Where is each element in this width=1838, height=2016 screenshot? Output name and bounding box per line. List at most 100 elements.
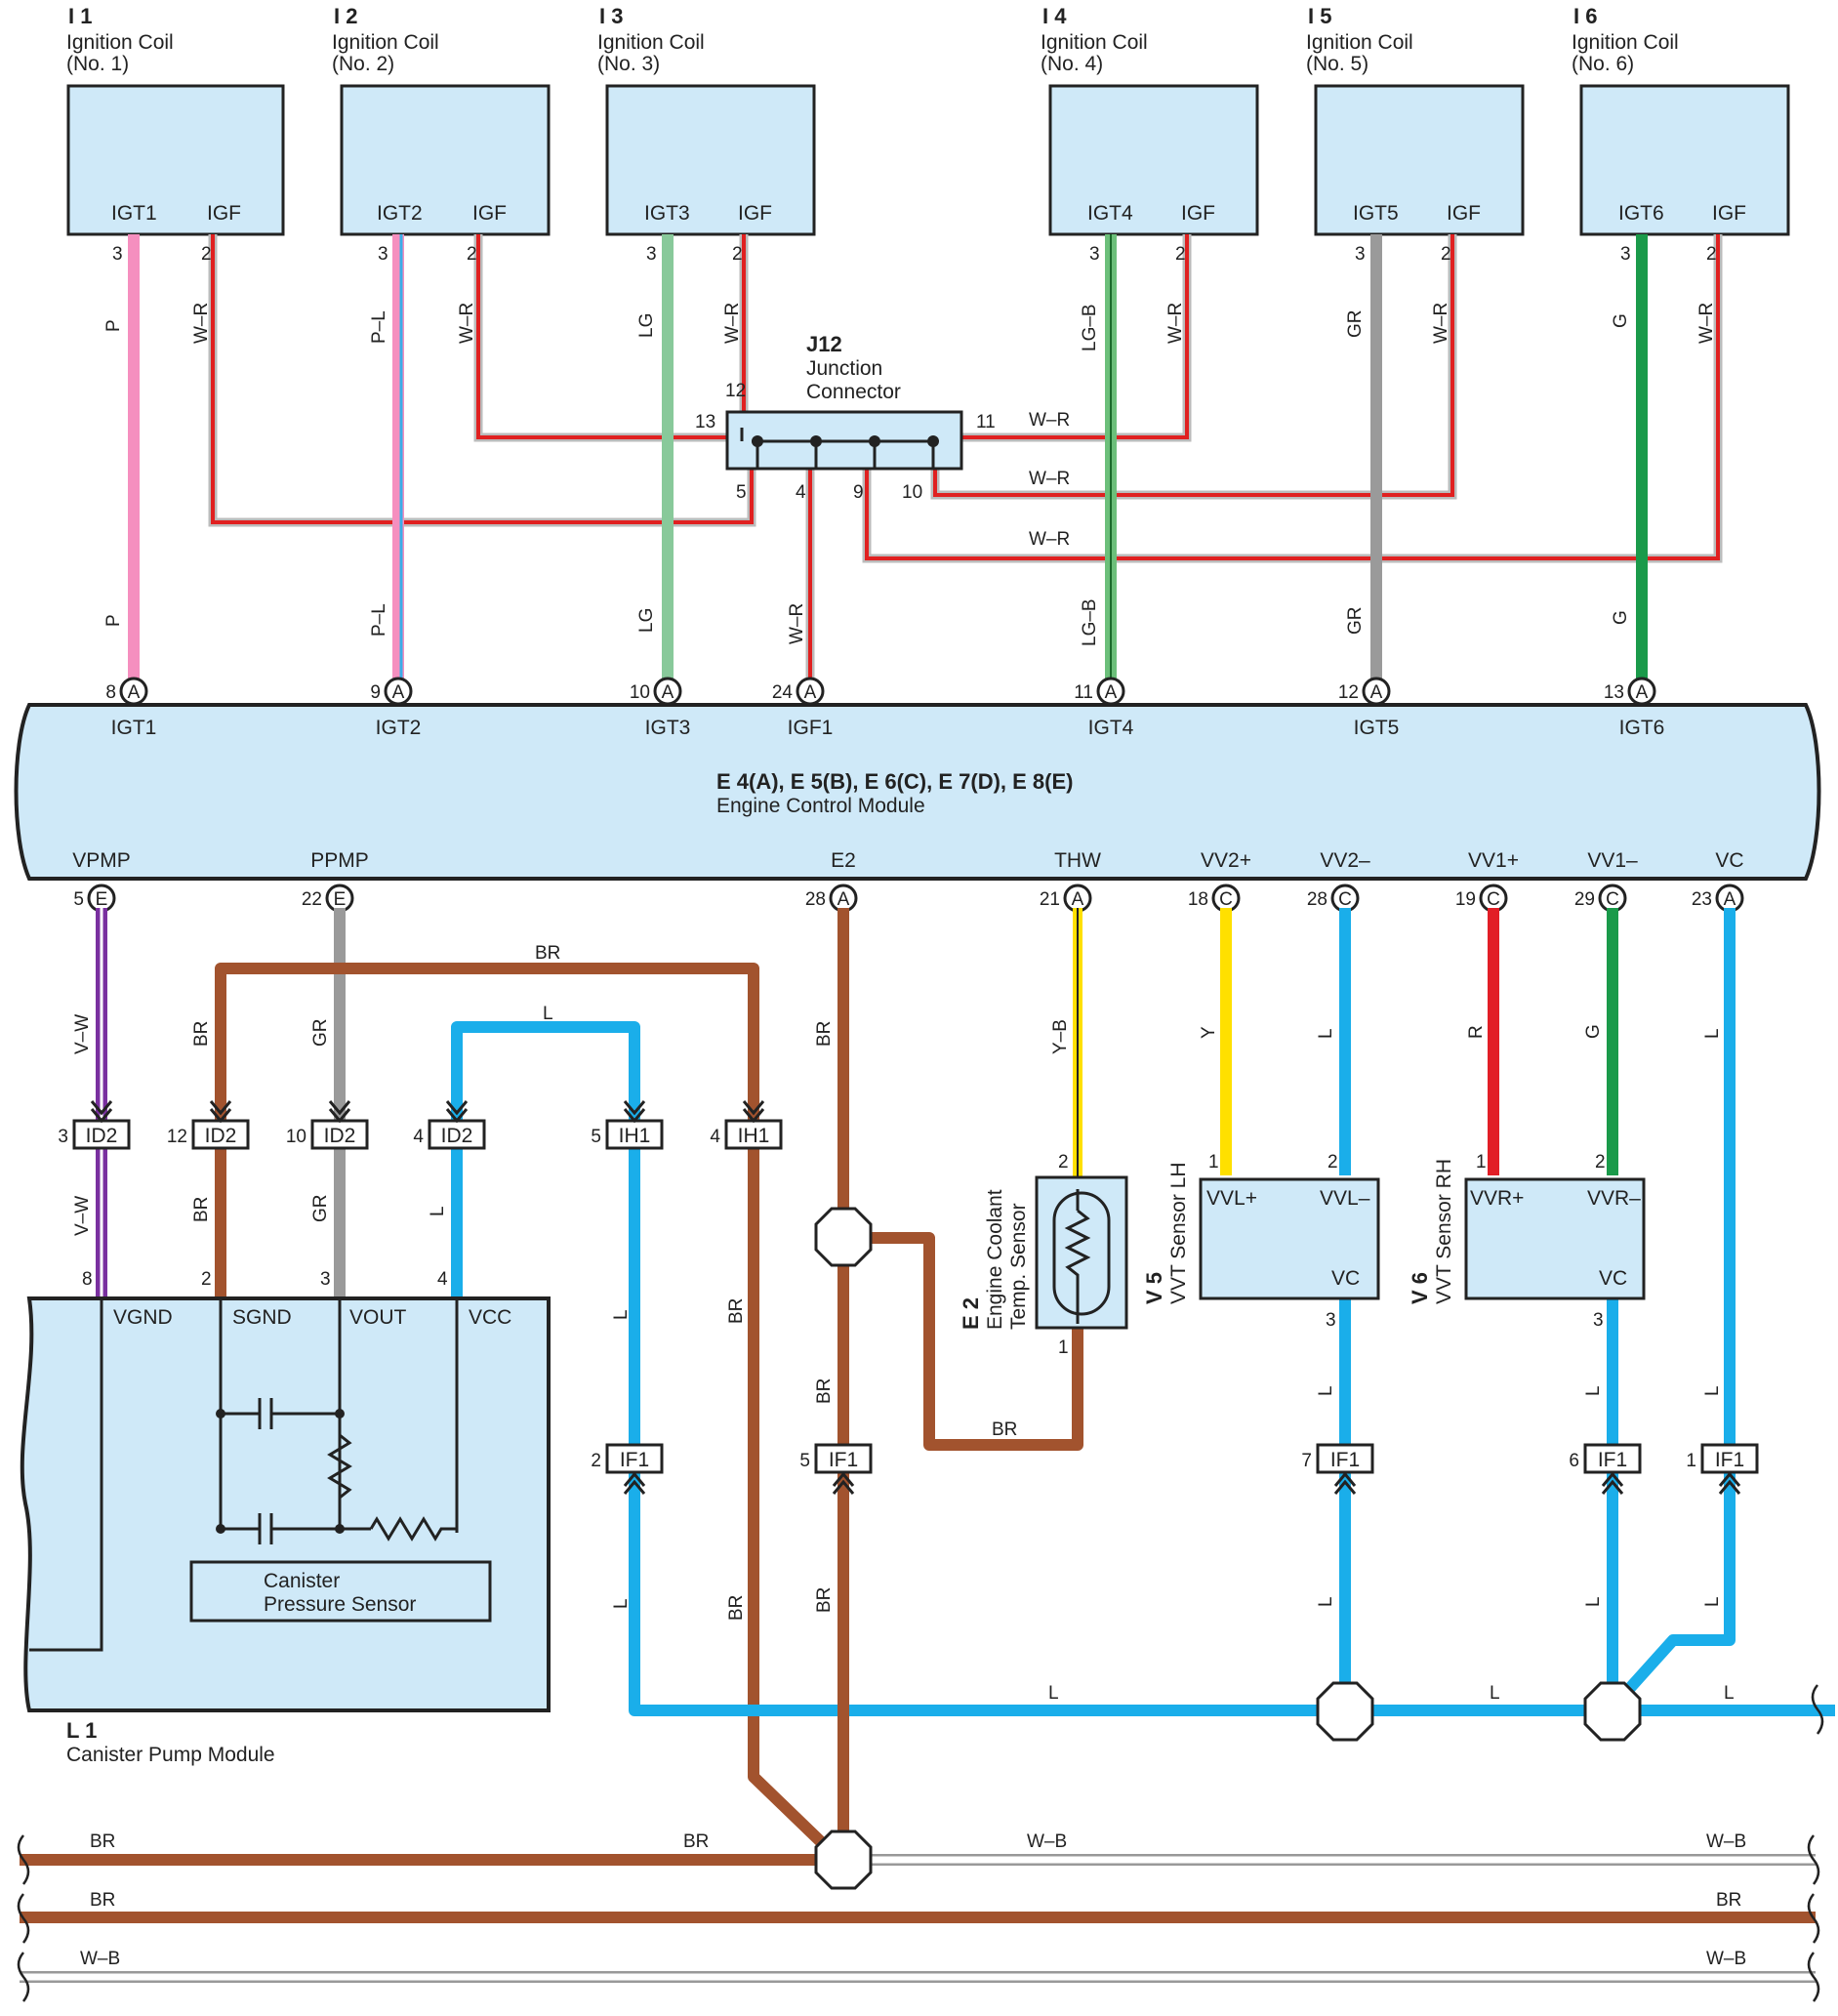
sensor-name: VVT Sensor LH <box>1167 1162 1190 1304</box>
pin-number: 1 <box>1058 1337 1069 1358</box>
wire-label: L <box>428 1206 448 1216</box>
wire-label: W–R <box>722 303 743 344</box>
wire-label: BR <box>726 1298 747 1324</box>
pin-number: 19 <box>1455 889 1476 910</box>
pin-number: 3 <box>320 1269 331 1290</box>
sensor-label-1: Canister <box>264 1570 340 1592</box>
sensor-id: E 2 <box>959 1297 983 1330</box>
coil-wire-labels: P W–R P–L W–R LG W–R LG–B W–R GR W–R G W… <box>103 303 1717 646</box>
wire-label: GR <box>1345 607 1366 636</box>
wire-label: L <box>1490 1683 1500 1704</box>
coil-id: I 3 <box>599 4 623 28</box>
pin-number: 8 <box>82 1269 93 1290</box>
pin-number: 5 <box>73 889 84 910</box>
lower-wires <box>20 908 1835 1983</box>
ignition-coil-6: I 6 Ignition Coil (No. 6) IGT6 IGF <box>1572 4 1790 236</box>
wire-label: W–B <box>80 1949 120 1969</box>
wire-label: R <box>1466 1025 1487 1039</box>
ecm-title: E 4(A), E 5(B), E 6(C), E 7(D), E 8(E) <box>716 769 1074 794</box>
term-label: VVL+ <box>1206 1187 1257 1210</box>
terminal-label: VV2– <box>1320 849 1370 872</box>
wire-label: LG <box>636 608 657 633</box>
pin-number: 2 <box>201 1269 212 1290</box>
pin-number: 2 <box>467 244 477 265</box>
igt-wires <box>128 234 1648 691</box>
wire-label: G <box>1611 313 1631 328</box>
connector-name: IF1 <box>620 1449 649 1471</box>
wire-label: BR <box>191 1197 212 1222</box>
pin-number: 3 <box>112 244 123 265</box>
terminal-label: IGF1 <box>788 717 834 739</box>
connector-letter: A <box>1724 889 1736 910</box>
wire-label: BR <box>535 943 560 964</box>
pin-number: 28 <box>805 889 826 910</box>
pin-number: 21 <box>1040 889 1060 910</box>
terminal-label: VPMP <box>72 849 131 872</box>
coil-name: Ignition Coil <box>66 31 174 54</box>
pin-number: 22 <box>302 889 322 910</box>
junction-connector-j12: J12 Junction Connector 12 13 11 5 4 9 10… <box>695 332 1070 550</box>
wire-label: LG <box>636 313 657 338</box>
connector-letter: A <box>837 889 850 910</box>
coil-sig-term: IGT2 <box>377 202 423 225</box>
connector-letter: A <box>804 682 817 703</box>
wire-label: L <box>1316 1596 1336 1607</box>
pin-number: 18 <box>1188 889 1208 910</box>
pin-number: 9 <box>370 682 381 703</box>
connector-name: ID2 <box>324 1125 356 1147</box>
junction-line2: Connector <box>806 381 901 403</box>
term-label: VC <box>1331 1267 1360 1290</box>
coil-num: (No. 4) <box>1041 53 1103 75</box>
pin-number: 3 <box>646 244 657 265</box>
pin-number: 3 <box>378 244 388 265</box>
lower-wire-labels: V–W V–W BR BR GR GR BR L L L L BR BR BR … <box>72 943 1746 1969</box>
pin-number: 9 <box>853 482 864 503</box>
pin-number: 11 <box>976 412 996 432</box>
wire-label: BR <box>90 1831 115 1852</box>
pin-number: 6 <box>1569 1451 1579 1471</box>
pin-number: 8 <box>105 682 116 703</box>
pin-number: 28 <box>1307 889 1327 910</box>
sensor-id: V 5 <box>1142 1272 1166 1304</box>
wire-label: W–R <box>457 303 477 344</box>
wire-label: L <box>611 1598 632 1609</box>
connector-letter: E <box>334 889 347 910</box>
wire-label: V–W <box>72 1014 93 1054</box>
coil-igf-term: IGF <box>1712 202 1746 225</box>
connector-name: ID2 <box>441 1125 473 1147</box>
terminal-label: IGT4 <box>1088 717 1134 739</box>
coil-sig-term: IGT6 <box>1618 202 1664 225</box>
pin-number: 12 <box>725 381 746 401</box>
engine-coolant-temp-sensor: 2 1 E 2 Engine Coolant Temp. Sensor <box>959 1152 1128 1358</box>
pin-number: 12 <box>1338 682 1359 703</box>
ignition-coil-3: I 3 Ignition Coil (No. 3) IGT3 IGF <box>597 4 816 236</box>
wire-label: V–W <box>72 1196 93 1236</box>
wire-label: P–L <box>369 310 389 344</box>
ignition-coil-4: I 4 Ignition Coil (No. 4) IGT4 IGF <box>1041 4 1259 236</box>
coil-igf-term: IGF <box>738 202 772 225</box>
junction-line1: Junction <box>806 357 882 380</box>
coil-igf-term: IGF <box>472 202 507 225</box>
wire-label: L <box>1583 1596 1604 1607</box>
pin-number: 2 <box>201 244 212 265</box>
wire-label: L <box>611 1309 632 1320</box>
term-label: VOUT <box>349 1306 407 1329</box>
wire-label: L <box>1316 1385 1336 1396</box>
wire-label: W–R <box>1029 410 1070 431</box>
term-label: VC <box>1599 1267 1627 1290</box>
ecm-name: Engine Control Module <box>716 795 925 817</box>
terminal-label: IGT6 <box>1619 717 1665 739</box>
sensor-label-2: Pressure Sensor <box>264 1593 416 1616</box>
